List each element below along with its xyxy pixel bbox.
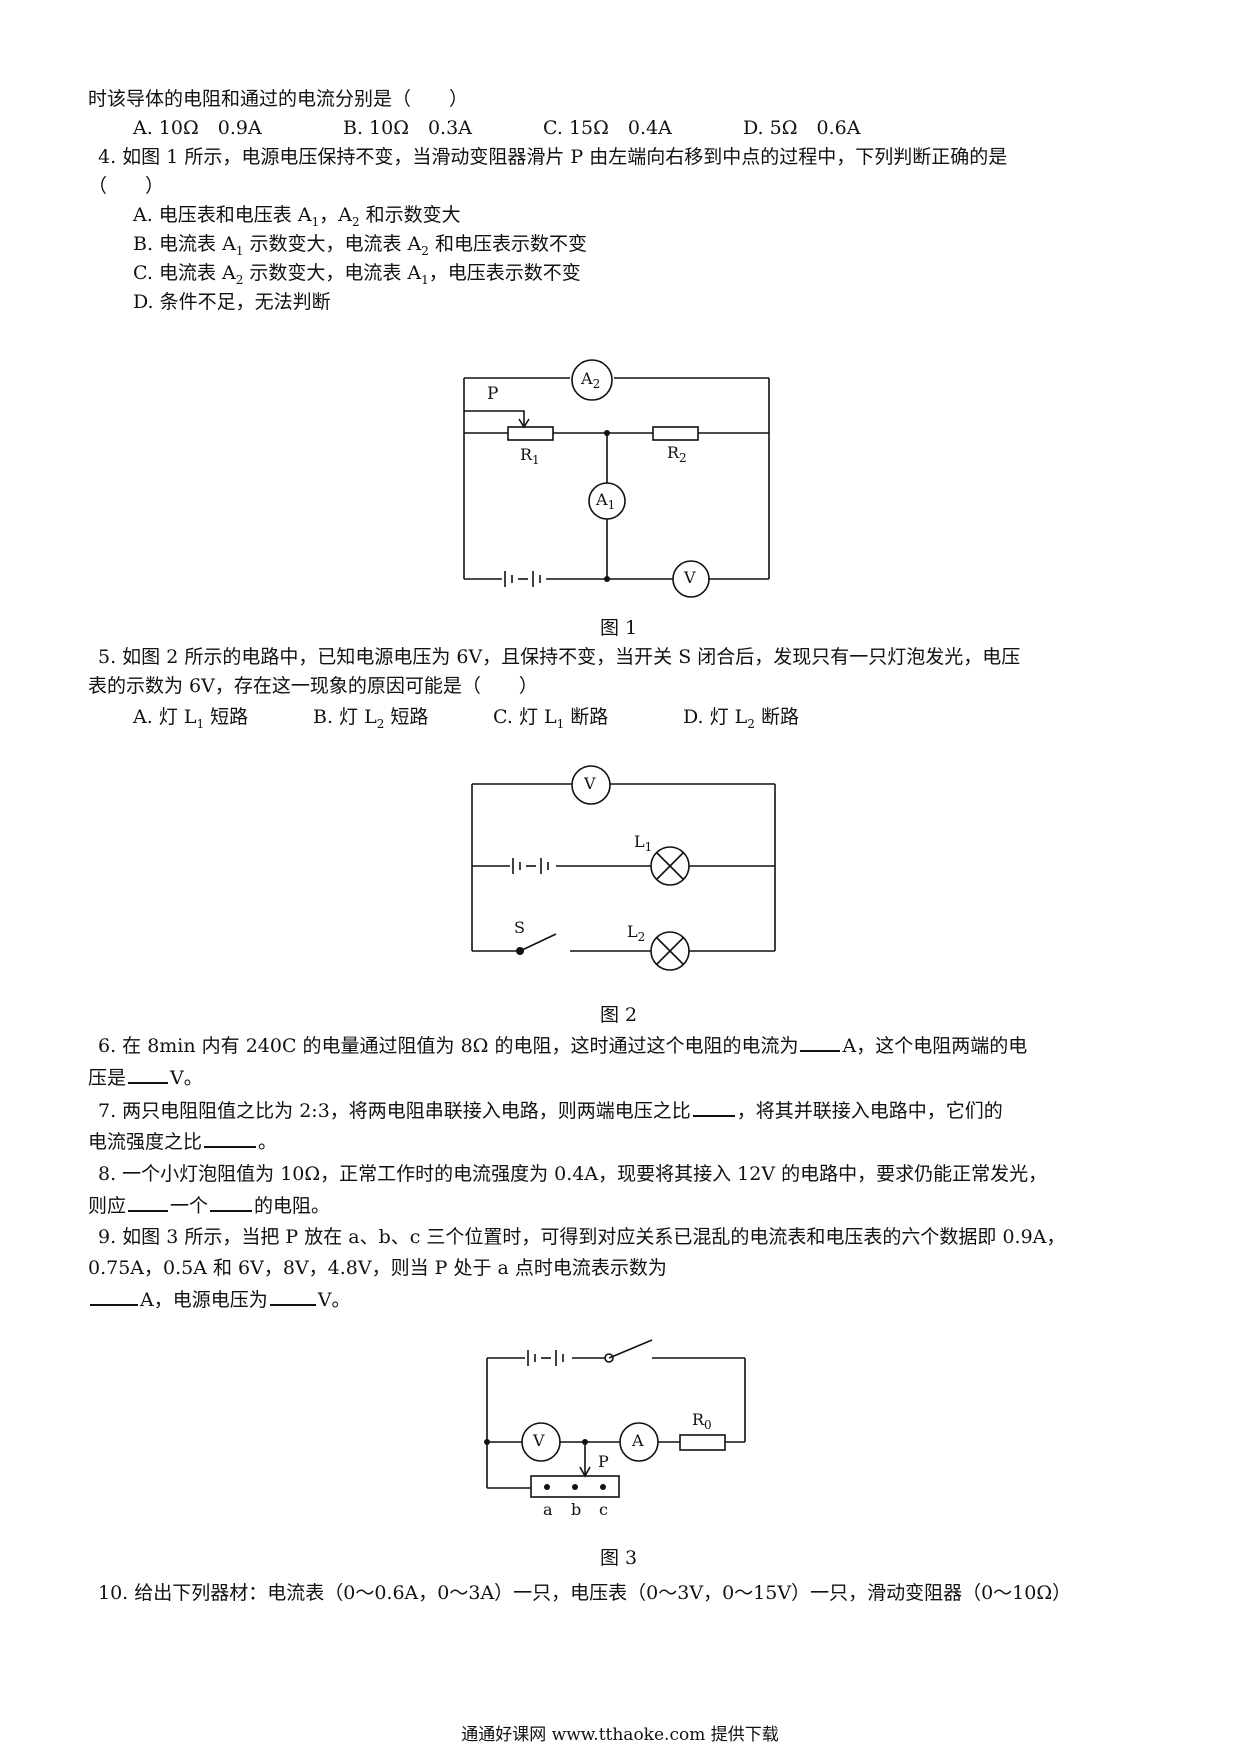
junction-dot bbox=[484, 1439, 490, 1445]
q3-option-d: D. 5Ω 0.6A bbox=[743, 117, 861, 139]
fig1-label-p: P bbox=[487, 384, 499, 404]
q4-option-c: C. 电流表 A2 示数变大，电流表 A1，电压表示数不变 bbox=[133, 262, 581, 287]
rheostat-point-b bbox=[572, 1484, 578, 1490]
battery-icon bbox=[527, 1350, 564, 1366]
fig3-label-c-point: c bbox=[599, 1500, 608, 1519]
q4-paren: （ ） bbox=[88, 175, 165, 197]
q8-line2: 则应一个的电阻。 bbox=[88, 1192, 330, 1219]
junction-dot bbox=[582, 1439, 588, 1445]
fig1-caption: 图 1 bbox=[600, 617, 638, 639]
page-footer: 通通好课网 www.tthaoke.com 提供下载 bbox=[461, 1725, 779, 1745]
fig1-label-a2: A2 bbox=[581, 369, 601, 392]
fig3-label-b-point: b bbox=[571, 1500, 582, 1519]
q3-option-a: A. 10Ω 0.9A bbox=[133, 117, 262, 139]
q5-option-a: A. 灯 L1 短路 bbox=[133, 706, 249, 731]
rheostat-point-c bbox=[600, 1484, 606, 1490]
fig3-label-a-point: a bbox=[543, 1500, 553, 1519]
q9-blank-current bbox=[90, 1286, 138, 1306]
q7-blank-voltage-ratio bbox=[692, 1097, 735, 1117]
q4-option-d: D. 条件不足，无法判断 bbox=[133, 291, 331, 313]
q6-blank-voltage bbox=[128, 1064, 169, 1084]
q9-line2: 0.75A，0.5A 和 6V，8V，4.8V，则当 P 处于 a 点时电流表示… bbox=[88, 1257, 667, 1279]
q5-option-c: C. 灯 L1 断路 bbox=[493, 706, 609, 731]
resistor-r0 bbox=[679, 1434, 726, 1451]
q8-line1: 8. 一个小灯泡阻值为 10Ω，正常工作时的电流强度为 0.4A，现要将其接入 … bbox=[98, 1163, 1048, 1185]
q6-blank-current bbox=[800, 1032, 841, 1052]
fig1-label-r2: R2 bbox=[667, 443, 687, 466]
figure-1-circuit bbox=[463, 359, 770, 598]
q5-option-d: D. 灯 L2 断路 bbox=[683, 706, 799, 731]
q7-line2: 电流强度之比。 bbox=[88, 1128, 277, 1155]
fig2-label-l2: L2 bbox=[627, 922, 646, 945]
lamp-l2-symbol bbox=[650, 931, 690, 971]
fig3-label-v: V bbox=[533, 1431, 545, 1450]
switch-fig3 bbox=[608, 1339, 653, 1359]
junction-dot bbox=[604, 576, 610, 582]
switch-pivot-dot bbox=[516, 947, 524, 955]
resistor-r2 bbox=[652, 426, 699, 441]
rheostat-box bbox=[530, 1475, 620, 1498]
fig2-label-l1: L1 bbox=[634, 832, 653, 855]
fig3-label-r0: R0 bbox=[692, 1410, 712, 1433]
fig1-label-v: V bbox=[684, 568, 696, 587]
lamp-l1-symbol bbox=[650, 846, 690, 886]
fig3-label-a: A bbox=[632, 1431, 644, 1450]
fig1-label-r1: R1 bbox=[520, 445, 540, 468]
fig2-caption: 图 2 bbox=[600, 1004, 638, 1026]
q4-stem: 4. 如图 1 所示，电源电压保持不变，当滑动变阻器滑片 P 由左端向右移到中点… bbox=[98, 146, 1008, 168]
figure-2-circuit bbox=[471, 765, 776, 971]
switch-s bbox=[519, 933, 557, 952]
battery-icon bbox=[504, 571, 541, 587]
q9-line1: 9. 如图 3 所示，当把 P 放在 a、b、c 三个位置时，可得到对应关系已混… bbox=[98, 1226, 1066, 1248]
q7-line1: 7. 两只电阻阻值之比为 2:3，将两电阻串联接入电路，则两端电压之比，将其并联… bbox=[98, 1097, 1003, 1124]
q5-stem-line2: 表的示数为 6V，存在这一现象的原因可能是（ ） bbox=[88, 675, 538, 697]
q6-line1: 6. 在 8min 内有 240C 的电量通过阻值为 8Ω 的电阻，这时通过这个… bbox=[98, 1032, 1027, 1059]
q4-option-a: A. 电压表和电压表 A1，A2 和示数变大 bbox=[133, 204, 461, 229]
q5-option-b: B. 灯 L2 短路 bbox=[313, 706, 429, 731]
q7-blank-current-ratio bbox=[204, 1128, 257, 1148]
fig2-label-s: S bbox=[514, 918, 525, 937]
resistor-r1 bbox=[507, 426, 554, 441]
rheostat-point-a bbox=[544, 1484, 550, 1490]
q5-stem-line1: 5. 如图 2 所示的电路中，已知电源电压为 6V，且保持不变，当开关 S 闭合… bbox=[98, 646, 1021, 668]
battery-icon bbox=[512, 858, 549, 874]
q3-stem-continued: 时该导体的电阻和通过的电流分别是（ ） bbox=[88, 88, 469, 110]
q3-option-c: C. 15Ω 0.4A bbox=[543, 117, 672, 139]
switch-pivot-dot bbox=[604, 1353, 614, 1363]
q8-blank-connection bbox=[128, 1192, 169, 1212]
fig2-label-v: V bbox=[584, 774, 596, 793]
q3-option-b: B. 10Ω 0.3A bbox=[343, 117, 472, 139]
q4-option-b: B. 电流表 A1 示数变大，电流表 A2 和电压表示数不变 bbox=[133, 233, 587, 258]
q8-blank-resistance bbox=[210, 1192, 253, 1212]
fig3-label-p: P bbox=[598, 1452, 609, 1471]
fig3-caption: 图 3 bbox=[600, 1547, 638, 1569]
q10-line1: 10. 给出下列器材：电流表（0～0.6A，0～3A）一只，电压表（0～3V，0… bbox=[98, 1582, 1072, 1604]
q9-blank-voltage bbox=[269, 1286, 316, 1306]
junction-dot bbox=[604, 430, 610, 436]
fig1-label-a1: A1 bbox=[596, 490, 616, 513]
